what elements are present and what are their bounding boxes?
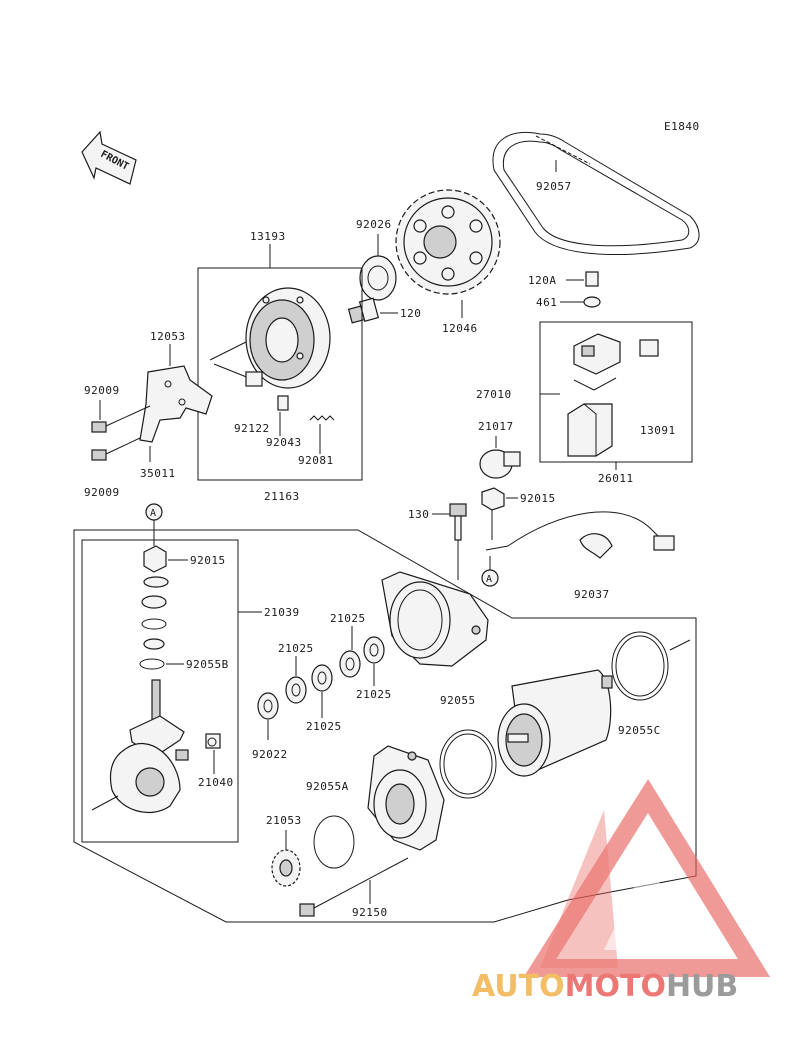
- callout-92055A: 92055A: [306, 780, 349, 793]
- washer-stack-2: [141, 595, 167, 609]
- pinion-gear-21053: [271, 849, 301, 887]
- callout-27010: 27010: [476, 388, 512, 401]
- starter-motor-outline: [73, 529, 697, 923]
- shaft-120: [347, 297, 380, 324]
- starter-cable-92037: [485, 511, 675, 559]
- callout-120A: 120A: [528, 274, 557, 287]
- sprocket-gear: [395, 189, 501, 295]
- callout-21040: 21040: [198, 776, 234, 789]
- watermark-text: AUTOMOTOHUB: [472, 969, 738, 1004]
- bolt-130: [449, 503, 467, 541]
- relay-27010: [573, 333, 659, 375]
- callout-21025-b: 21025: [278, 642, 314, 655]
- washer-stack-1: [143, 576, 169, 588]
- screw-120A: [585, 271, 599, 287]
- oring-92055A: [313, 815, 355, 869]
- shim-3: [311, 664, 333, 692]
- callout-92057: 92057: [536, 180, 572, 193]
- callout-12053: 12053: [150, 330, 186, 343]
- plunger-92043: [277, 395, 289, 411]
- roller-92122: [245, 371, 263, 387]
- callout-21017: 21017: [478, 420, 514, 433]
- washer-stack-4: [143, 638, 165, 650]
- callout-21163: 21163: [264, 490, 300, 503]
- callout-92009-a: 92009: [84, 384, 120, 397]
- relay-cover-13091: [567, 403, 613, 457]
- washer-stack-3: [141, 618, 167, 630]
- callout-21025-d: 21025: [306, 720, 342, 733]
- nut-92015-left: [143, 545, 167, 573]
- callout-92150: 92150: [352, 906, 388, 919]
- callout-21025-c: 21025: [356, 688, 392, 701]
- callout-92022: 92022: [252, 748, 288, 761]
- oring-92055: [439, 729, 497, 799]
- callout-92009-b: 92009: [84, 486, 120, 499]
- shim-1: [257, 692, 279, 720]
- callout-92081: 92081: [298, 454, 334, 467]
- brush-holder-plate: [109, 679, 189, 814]
- callout-92015-right: 92015: [520, 492, 556, 505]
- marker-a-top: A: [145, 503, 163, 521]
- callout-92055B: 92055B: [186, 658, 229, 671]
- bolt-92009-a: [91, 405, 151, 433]
- svg-text:A: A: [150, 508, 156, 519]
- assembly-box-21163: [197, 267, 363, 481]
- starter-clutch-housing: [245, 287, 331, 389]
- callout-21053: 21053: [266, 814, 302, 827]
- bracket-12053: [139, 365, 213, 443]
- callout-13091: 13091: [640, 424, 676, 437]
- brush-spring-21040: [205, 733, 221, 749]
- shim-2: [285, 676, 307, 704]
- front-arrow-icon: FRONT: [81, 130, 137, 185]
- callout-26011: 26011: [598, 472, 634, 485]
- assembly-box-21039: [81, 539, 239, 843]
- svg-text:A: A: [486, 574, 492, 585]
- diagram-code: E1840: [664, 120, 700, 133]
- callout-92015-left: 92015: [190, 554, 226, 567]
- callout-130: 130: [408, 508, 429, 521]
- callout-92026: 92026: [356, 218, 392, 231]
- bolt-92009-b: [91, 437, 141, 461]
- callout-13193: 13193: [250, 230, 286, 243]
- shim-5: [363, 636, 385, 664]
- drive-belt: [492, 132, 700, 256]
- callout-92037: 92037: [574, 588, 610, 601]
- starter-motor-body: [497, 669, 613, 777]
- washer-461: [583, 296, 601, 308]
- callout-21025-a: 21025: [330, 612, 366, 625]
- through-bolt-92150: [299, 857, 409, 917]
- callout-92055C: 92055C: [618, 724, 661, 737]
- shim-4: [339, 650, 361, 678]
- callout-92055: 92055: [440, 694, 476, 707]
- spring-92081: [309, 415, 335, 421]
- callout-92122: 92122: [234, 422, 270, 435]
- callout-92043: 92043: [266, 436, 302, 449]
- nut-92015-right: [481, 487, 505, 511]
- callout-21039: 21039: [264, 606, 300, 619]
- boot-21017: [479, 449, 521, 479]
- oring-92055B: [139, 658, 165, 670]
- marker-a-right: A: [481, 569, 499, 587]
- callout-461: 461: [536, 296, 557, 309]
- washer-92026: [359, 255, 397, 301]
- automotohub-watermark-logo: AUTOMOTOHUB: [472, 778, 771, 1004]
- starter-rear-cover: [367, 745, 445, 851]
- starter-front-cover: [381, 571, 489, 667]
- callout-12046: 12046: [442, 322, 478, 335]
- callout-35011: 35011: [140, 467, 176, 480]
- oring-92055C: [611, 631, 669, 701]
- callout-120: 120: [400, 307, 421, 320]
